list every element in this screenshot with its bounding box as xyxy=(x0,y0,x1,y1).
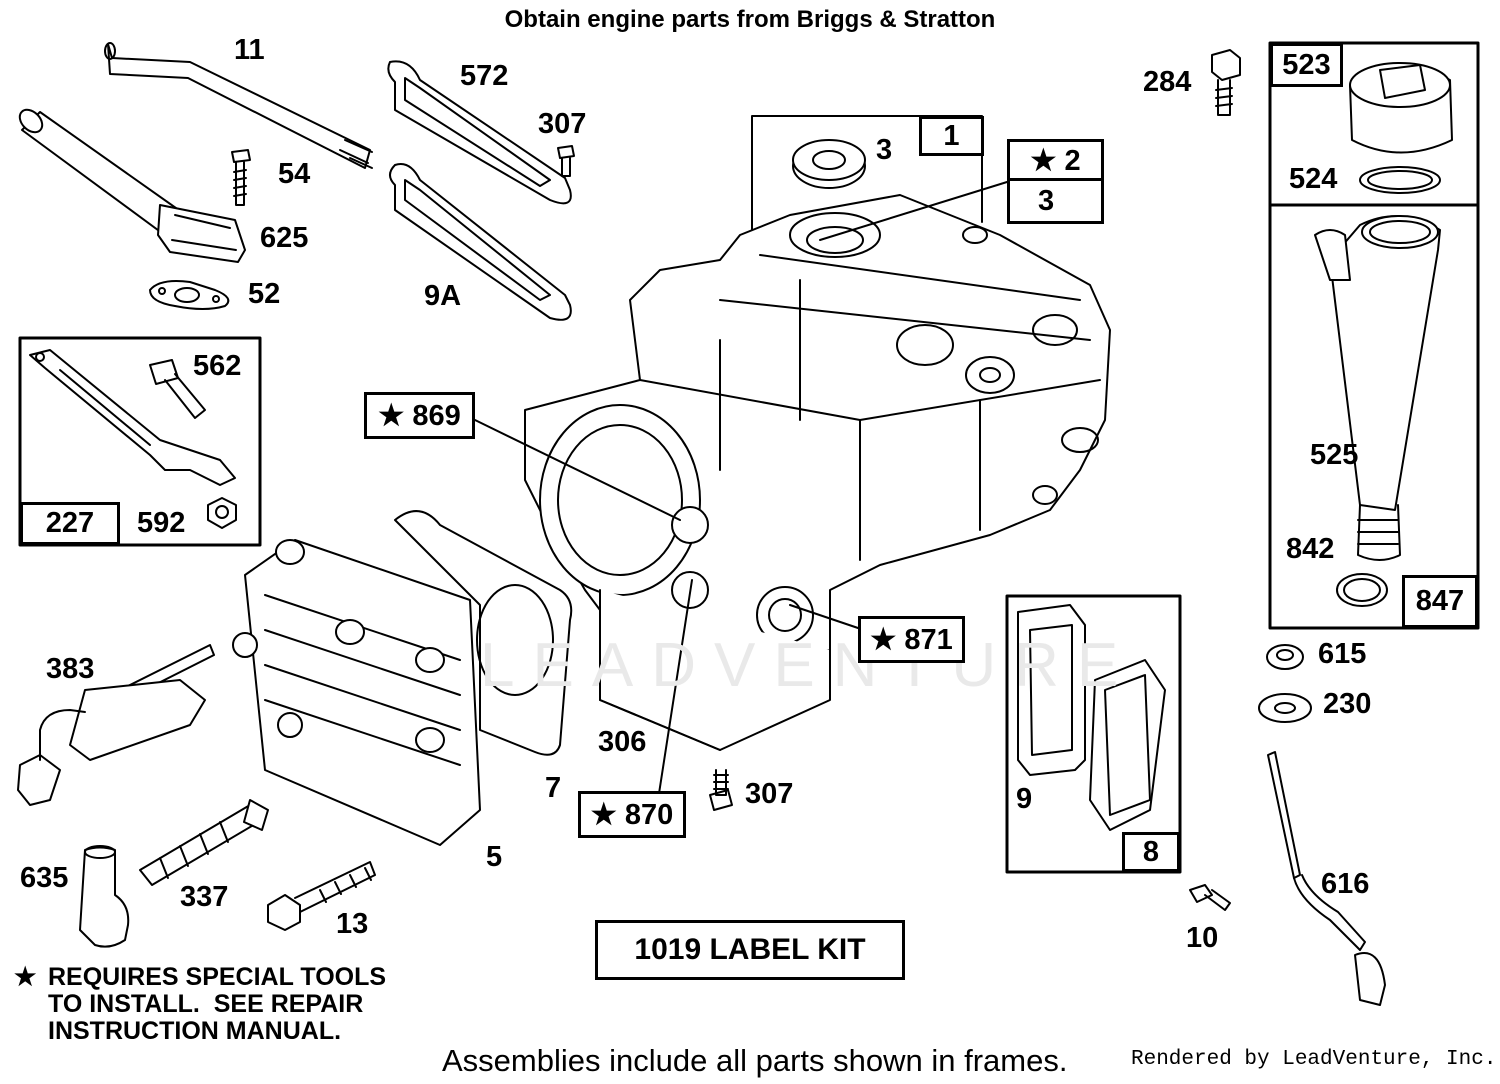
frame-label-523[interactable]: 523 xyxy=(1270,43,1343,87)
label-kit-1019[interactable]: 1019 LABEL KIT xyxy=(595,920,905,980)
part-label-562[interactable]: 562 xyxy=(193,350,242,382)
part-label-383[interactable]: 383 xyxy=(46,653,95,685)
page-title: Obtain engine parts from Briggs & Stratt… xyxy=(504,6,996,33)
part-label-11[interactable]: 11 xyxy=(234,34,265,66)
frame-227-outline xyxy=(18,336,262,547)
special-tools-note: ★ REQUIRES SPECIAL TOOLS TO INSTALL. SEE… xyxy=(14,964,386,1045)
part-label-10[interactable]: 10 xyxy=(1186,922,1219,954)
part-label-54[interactable]: 54 xyxy=(278,158,311,190)
oil-seal-3 xyxy=(792,139,866,189)
frame-8-outline xyxy=(1005,594,1182,874)
callout-869[interactable]: ★ 869 xyxy=(364,392,475,439)
part-label-307-lower[interactable]: 307 xyxy=(745,778,794,810)
special-tools-note-text: REQUIRES SPECIAL TOOLS TO INSTALL. SEE R… xyxy=(48,963,387,1045)
frame-label-2[interactable]: ★ 2 xyxy=(1007,139,1104,181)
dipstick-cap xyxy=(1349,62,1453,194)
gasket-52 xyxy=(149,280,230,310)
part-label-592[interactable]: 592 xyxy=(137,507,186,539)
part-label-307[interactable]: 307 xyxy=(538,108,587,140)
part-label-3[interactable]: 3 xyxy=(876,134,893,166)
star-icon: ★ xyxy=(14,963,37,991)
part-label-230[interactable]: 230 xyxy=(1323,688,1372,720)
part-label-9[interactable]: 9 xyxy=(1016,783,1033,815)
screw-562 xyxy=(149,359,206,419)
part-label-572[interactable]: 572 xyxy=(460,60,509,92)
breather-gaskets xyxy=(387,60,572,321)
part-label-52[interactable]: 52 xyxy=(248,278,281,310)
watermark: LEADVENTURE xyxy=(480,631,1137,700)
part-label-524[interactable]: 524 xyxy=(1289,163,1338,195)
tube-383 xyxy=(17,644,215,806)
frame-label-8[interactable]: 8 xyxy=(1122,832,1180,872)
governor-lever xyxy=(29,349,236,486)
frame-label-3[interactable]: 3 xyxy=(1007,178,1104,224)
frame-847-outline xyxy=(1268,41,1480,630)
part-label-842[interactable]: 842 xyxy=(1286,533,1335,565)
crankcase-body xyxy=(524,194,1111,751)
part-label-5[interactable]: 5 xyxy=(486,841,503,873)
part-label-337[interactable]: 337 xyxy=(180,881,229,913)
nut-592 xyxy=(207,497,237,529)
bolt-307-top xyxy=(557,145,575,177)
lever-616 xyxy=(1267,751,1386,1006)
screw-10 xyxy=(1189,884,1231,911)
spark-plug-337 xyxy=(139,799,269,886)
part-label-616[interactable]: 616 xyxy=(1321,868,1370,900)
frame-label-1[interactable]: 1 xyxy=(919,116,984,156)
part-label-625[interactable]: 625 xyxy=(260,222,309,254)
bolt-307-lower xyxy=(709,769,733,811)
bolt-13 xyxy=(267,861,376,931)
part-label-525[interactable]: 525 xyxy=(1310,439,1359,471)
dipstick-tube-11 xyxy=(104,42,373,169)
frame-label-847[interactable]: 847 xyxy=(1402,575,1478,628)
head-gasket-7 xyxy=(394,510,573,756)
cylinder-head-5 xyxy=(232,539,481,846)
washers xyxy=(1258,644,1312,723)
part-label-9a[interactable]: 9A xyxy=(424,280,462,312)
frame-label-227[interactable]: 227 xyxy=(20,502,120,545)
breather-cover xyxy=(1017,604,1166,831)
tube-with-clamp xyxy=(18,108,246,263)
part-label-7[interactable]: 7 xyxy=(545,772,562,804)
footer-credit: Rendered by LeadVenture, Inc. xyxy=(1131,1048,1497,1071)
callout-870[interactable]: ★ 870 xyxy=(578,791,686,838)
footer-assemblies-note: Assemblies include all parts shown in fr… xyxy=(442,1043,1068,1078)
part-label-13[interactable]: 13 xyxy=(336,908,369,940)
bolt-284 xyxy=(1211,49,1241,116)
part-label-284[interactable]: 284 xyxy=(1143,66,1192,98)
part-label-306[interactable]: 306 xyxy=(598,726,647,758)
part-label-615[interactable]: 615 xyxy=(1318,638,1367,670)
spark-plug-boot-635 xyxy=(79,845,130,948)
leader-lines xyxy=(474,181,1008,801)
callout-871[interactable]: ★ 871 xyxy=(858,616,965,663)
dipstick-tube-525 xyxy=(1314,215,1441,607)
part-label-635[interactable]: 635 xyxy=(20,862,69,894)
screw-54 xyxy=(231,149,251,206)
